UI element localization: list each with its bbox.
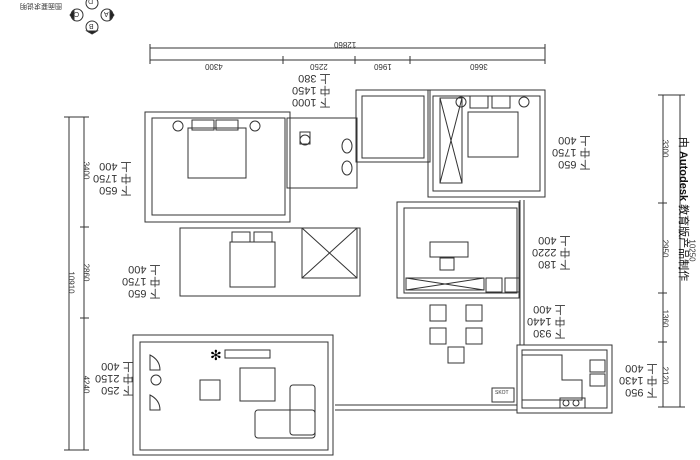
fixture-label: SKOT <box>495 390 509 396</box>
dim-top-total: 12860 <box>334 40 357 49</box>
compass-label-a: A <box>104 10 109 17</box>
furniture: ✻ <box>149 95 606 439</box>
dim-left-total: 10910 <box>66 271 76 294</box>
dim-top-2: 2250 <box>310 62 328 71</box>
title-note: 图面要求说明 <box>20 2 62 9</box>
dim-right-4: 2120 <box>660 366 670 385</box>
compass-label-d: D <box>88 0 94 4</box>
left-dimension-lines <box>64 116 89 451</box>
compass-label-b: B <box>89 22 94 29</box>
dim-left-3: 4240 <box>81 375 91 394</box>
top-dimension-lines <box>149 44 546 64</box>
dim-right-3: 1360 <box>660 309 670 328</box>
compass-label-c: C <box>74 10 80 17</box>
dim-top-4: 3660 <box>470 62 488 71</box>
dim-top-1: 4300 <box>205 62 223 71</box>
dim-left-2: 2860 <box>81 263 91 282</box>
dim-left-1: 3400 <box>81 161 91 180</box>
right-dimension-lines <box>658 94 685 408</box>
dim-top-3: 1960 <box>374 62 392 71</box>
side-credit-right: 由 Autodesk 教育版产品制作 <box>677 136 690 282</box>
svg-text:✻: ✻ <box>210 347 222 363</box>
dim-right-2: 2950 <box>660 239 670 258</box>
dim-right-1: 3300 <box>660 139 670 158</box>
compass-icon <box>69 0 115 35</box>
